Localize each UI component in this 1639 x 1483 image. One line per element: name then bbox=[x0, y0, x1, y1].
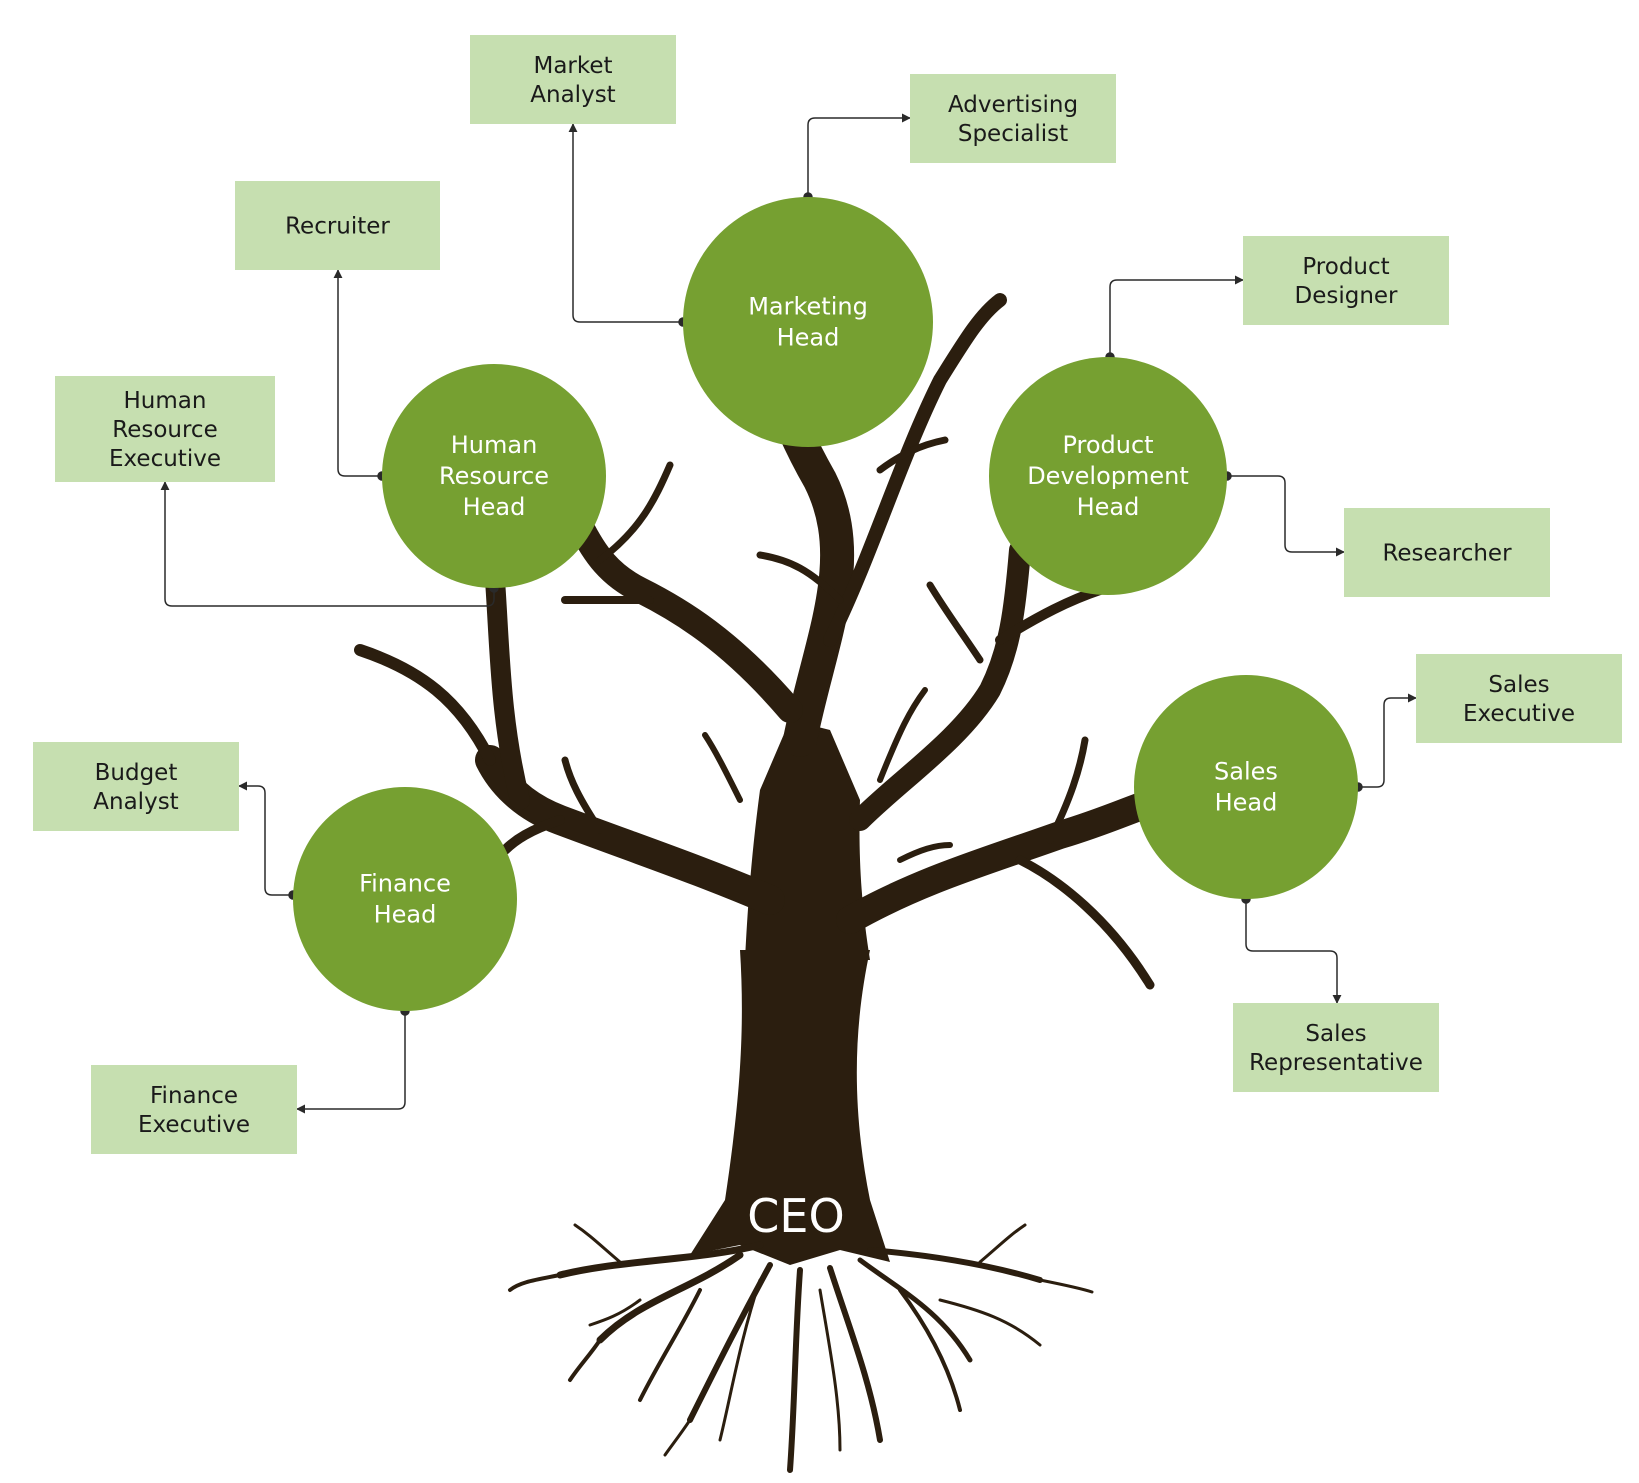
finance-executive-box[interactable] bbox=[91, 1065, 297, 1154]
sales-to-sales-representative-connector bbox=[1245, 899, 1342, 1004]
hr-head-label-line: Resource bbox=[439, 462, 549, 490]
sales-representative-label-line: Representative bbox=[1249, 1050, 1423, 1076]
advertising-specialist-label-line: Specialist bbox=[958, 121, 1068, 147]
hr-head-circle[interactable] bbox=[382, 364, 606, 588]
hr-executive-box[interactable] bbox=[55, 376, 275, 482]
ceo-label: CEO bbox=[747, 1189, 844, 1243]
market-analyst-label-line: Market bbox=[533, 53, 612, 79]
sales-to-sales-executive-connector bbox=[1358, 693, 1417, 788]
budget-analyst-label-line: Analyst bbox=[93, 789, 178, 815]
researcher-label: Researcher bbox=[1382, 541, 1512, 567]
marketing-head-label-line: Marketing bbox=[748, 293, 868, 321]
hr-executive-label-line: Resource bbox=[112, 417, 217, 443]
sales-executive-box[interactable] bbox=[1416, 654, 1622, 743]
researcher-label-line: Researcher bbox=[1382, 541, 1512, 567]
marketing-to-advertising-specialist-connector bbox=[807, 113, 911, 197]
sales-head-label-line: Head bbox=[1215, 789, 1278, 817]
product-to-researcher-connector bbox=[1227, 475, 1345, 557]
hr-head-label-line: Head bbox=[463, 493, 526, 521]
sales-head-label-line: Sales bbox=[1214, 758, 1278, 786]
recruiter-label-line: Recruiter bbox=[285, 214, 390, 240]
product-designer-box[interactable] bbox=[1243, 236, 1449, 325]
hr-executive-label-line: Human bbox=[124, 388, 207, 414]
finance-executive-label-line: Finance bbox=[150, 1083, 238, 1109]
market-analyst-box[interactable] bbox=[470, 35, 676, 124]
trunk bbox=[690, 950, 890, 1265]
sales-executive-label-line: Sales bbox=[1488, 672, 1549, 698]
marketing-head-label-line: Head bbox=[777, 324, 840, 352]
marketing-to-market-analyst-connector bbox=[568, 123, 683, 323]
recruiter-label: Recruiter bbox=[285, 214, 390, 240]
budget-analyst-box[interactable] bbox=[33, 742, 239, 831]
sales-head-circle[interactable] bbox=[1134, 675, 1358, 899]
hr-to-hr-executive-connector bbox=[160, 481, 495, 607]
finance-to-budget-analyst-connector bbox=[238, 781, 293, 896]
market-analyst-label-line: Analyst bbox=[530, 82, 615, 108]
finance-head-label-line: Finance bbox=[359, 870, 451, 898]
hr-executive-label-line: Executive bbox=[109, 446, 221, 472]
roots bbox=[508, 1223, 1094, 1473]
budget-analyst-label-line: Budget bbox=[95, 760, 178, 786]
product-head-circle[interactable] bbox=[989, 357, 1227, 595]
product-designer-label-line: Designer bbox=[1294, 283, 1398, 309]
recruiter-box[interactable] bbox=[235, 181, 440, 270]
finance-head-label-line: Head bbox=[374, 901, 437, 929]
product-head-label-line: Product bbox=[1062, 431, 1153, 459]
advertising-specialist-box[interactable] bbox=[910, 74, 1116, 163]
hr-head-label-line: Human bbox=[451, 431, 538, 459]
product-head-label-line: Development bbox=[1027, 462, 1189, 490]
product-designer-label-line: Product bbox=[1302, 254, 1389, 280]
sales-representative-label-line: Sales bbox=[1305, 1021, 1366, 1047]
hr-to-recruiter-connector bbox=[333, 269, 382, 477]
finance-head-circle[interactable] bbox=[293, 787, 517, 1011]
product-head-label-line: Head bbox=[1077, 493, 1140, 521]
advertising-specialist-label-line: Advertising bbox=[948, 92, 1078, 118]
finance-executive-label-line: Executive bbox=[138, 1112, 250, 1138]
product-to-product-designer-connector bbox=[1109, 275, 1244, 357]
finance-to-finance-executive-connector bbox=[296, 1011, 406, 1114]
sales-executive-label-line: Executive bbox=[1463, 701, 1575, 727]
sales-representative-box[interactable] bbox=[1233, 1003, 1439, 1092]
marketing-head-circle[interactable] bbox=[683, 197, 933, 447]
researcher-box[interactable] bbox=[1344, 508, 1550, 597]
